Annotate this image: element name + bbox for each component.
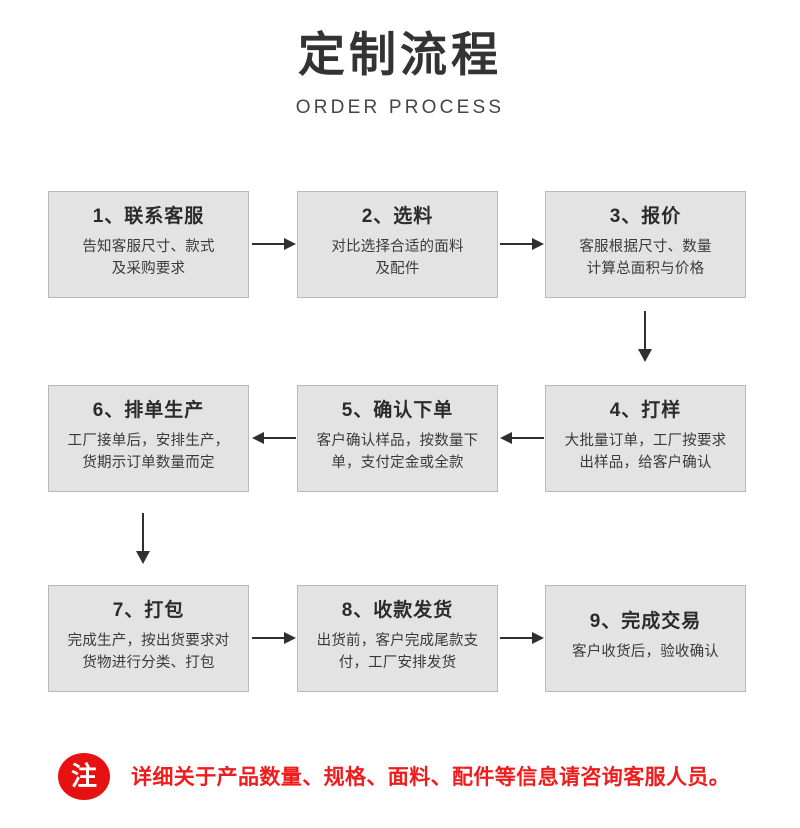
- note-text: 详细关于产品数量、规格、面料、配件等信息请咨询客服人员。: [131, 766, 731, 789]
- step-title: 9、完成交易: [589, 611, 702, 633]
- step-box-6: 6、排单生产 工厂接单后，安排生产， 货期示订单数量而定: [48, 385, 249, 492]
- step-description: 客服根据尺寸、数量 计算总面积与价格: [553, 236, 738, 281]
- step-description-line: 出样品，给客户确认: [579, 455, 712, 472]
- step-box-1: 1、联系客服 告知客服尺寸、款式 及采购要求: [48, 191, 249, 298]
- arrow-right-icon: [252, 238, 296, 250]
- step-box-9: 9、完成交易 客户收货后，验收确认: [545, 585, 746, 692]
- arrow-shaft: [252, 243, 285, 245]
- arrow-down-icon: [136, 513, 150, 564]
- note-badge: 注: [58, 752, 110, 800]
- step-description-line: 货期示订单数量而定: [82, 455, 215, 472]
- page-subtitle: ORDER PROCESS: [295, 96, 505, 118]
- arrow-shaft: [263, 437, 296, 439]
- step-box-5: 5、确认下单 客户确认样品，按数量下 单，支付定金或全款: [297, 385, 498, 492]
- step-box-2: 2、选料 对比选择合适的面料 及配件: [297, 191, 498, 298]
- arrow-left-icon: [500, 432, 544, 444]
- footer-note: 注 详细关于产品数量、规格、面料、配件等信息请咨询客服人员。: [58, 747, 758, 805]
- step-title: 4、打样: [609, 400, 682, 422]
- step-description: 客户确认样品，按数量下 单，支付定金或全款: [305, 430, 490, 475]
- step-title: 1、联系客服: [92, 206, 205, 228]
- arrow-down-icon: [638, 311, 652, 362]
- step-title: 8、收款发货: [341, 600, 454, 622]
- step-description: 出货前，客户完成尾款支 付，工厂安排发货: [305, 630, 490, 675]
- step-description-line: 客服根据尺寸、数量: [579, 238, 712, 255]
- step-description: 对比选择合适的面料 及配件: [305, 236, 490, 281]
- arrow-shaft: [644, 311, 646, 350]
- step-description: 工厂接单后，安排生产， 货期示订单数量而定: [56, 430, 241, 475]
- step-title: 5、确认下单: [341, 400, 454, 422]
- header: 定制流程 ORDER PROCESS: [0, 26, 800, 119]
- step-description-line: 计算总面积与价格: [586, 261, 705, 278]
- step-description-line: 告知客服尺寸、款式: [82, 238, 215, 255]
- arrow-shaft: [511, 437, 544, 439]
- step-description-line: 及配件: [375, 261, 420, 278]
- step-description-line: 完成生产，按出货要求对: [67, 632, 230, 649]
- step-description: 完成生产，按出货要求对 货物进行分类、打包: [56, 630, 241, 675]
- arrow-head: [284, 238, 296, 250]
- arrow-head: [284, 632, 296, 644]
- step-box-8: 8、收款发货 出货前，客户完成尾款支 付，工厂安排发货: [297, 585, 498, 692]
- arrow-head: [638, 349, 652, 362]
- step-description-line: 单，支付定金或全款: [331, 455, 464, 472]
- step-box-4: 4、打样 大批量订单，工厂按要求 出样品，给客户确认: [545, 385, 746, 492]
- step-title: 3、报价: [609, 206, 682, 228]
- step-description: 告知客服尺寸、款式 及采购要求: [56, 236, 241, 281]
- step-description-line: 付，工厂安排发货: [338, 655, 457, 672]
- arrow-head: [136, 551, 150, 564]
- arrow-right-icon: [500, 632, 544, 644]
- arrow-shaft: [500, 637, 533, 639]
- arrow-right-icon: [252, 632, 296, 644]
- step-title: 2、选料: [361, 206, 434, 228]
- step-title: 6、排单生产: [92, 400, 205, 422]
- step-description: 客户收货后，验收确认: [553, 641, 738, 663]
- arrow-head: [532, 238, 544, 250]
- step-box-3: 3、报价 客服根据尺寸、数量 计算总面积与价格: [545, 191, 746, 298]
- step-description-line: 出货前，客户完成尾款支: [316, 632, 479, 649]
- step-title: 7、打包: [112, 600, 185, 622]
- step-description-line: 工厂接单后，安排生产，: [67, 432, 230, 449]
- arrow-shaft: [142, 513, 144, 552]
- page-title: 定制流程: [298, 28, 502, 81]
- process-flow: 1、联系客服 告知客服尺寸、款式 及采购要求 2、选料 对比选择合适的面料 及配…: [48, 191, 746, 695]
- step-box-7: 7、打包 完成生产，按出货要求对 货物进行分类、打包: [48, 585, 249, 692]
- arrow-head: [500, 432, 512, 444]
- arrow-shaft: [252, 637, 285, 639]
- arrow-head: [252, 432, 264, 444]
- step-description-line: 客户收货后，验收确认: [572, 644, 719, 661]
- arrow-right-icon: [500, 238, 544, 250]
- step-description-line: 货物进行分类、打包: [82, 655, 215, 672]
- step-description-line: 及采购要求: [111, 261, 186, 278]
- step-description-line: 客户确认样品，按数量下: [316, 432, 479, 449]
- step-description-line: 大批量订单，工厂按要求: [564, 432, 727, 449]
- step-description: 大批量订单，工厂按要求 出样品，给客户确认: [553, 430, 738, 475]
- arrow-shaft: [500, 243, 533, 245]
- arrow-left-icon: [252, 432, 296, 444]
- arrow-head: [532, 632, 544, 644]
- step-description-line: 对比选择合适的面料: [331, 238, 464, 255]
